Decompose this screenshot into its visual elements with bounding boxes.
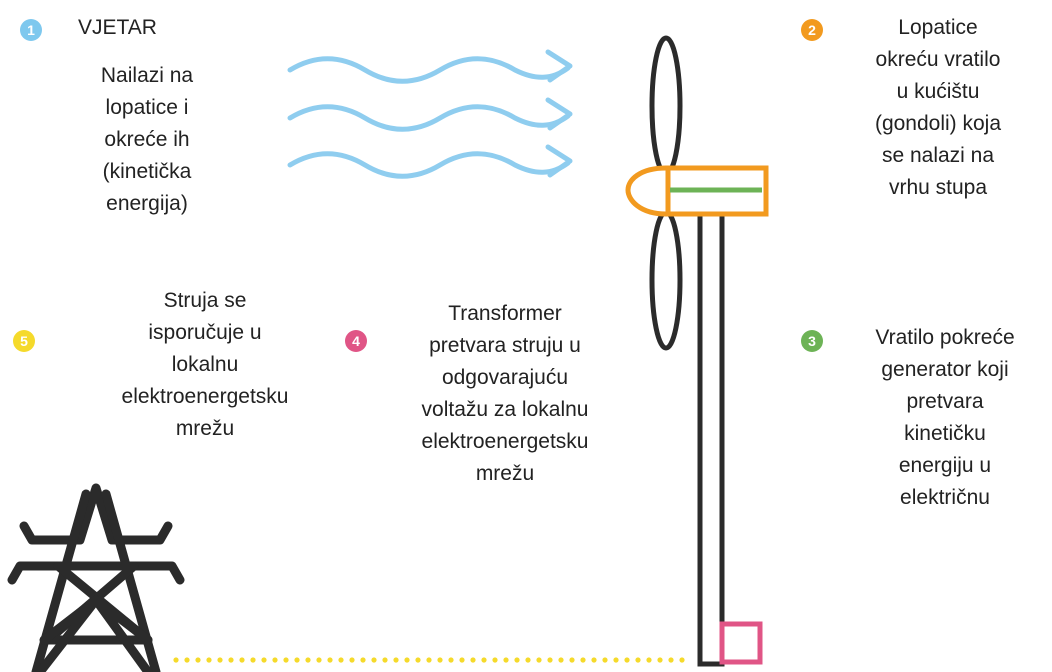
cable-dot bbox=[206, 657, 212, 663]
nacelle bbox=[625, 165, 769, 217]
cable-dot bbox=[305, 657, 311, 663]
cable-dot bbox=[547, 657, 553, 663]
blade-upper bbox=[649, 35, 683, 177]
wind-arrow bbox=[287, 49, 573, 84]
power-pylon bbox=[7, 483, 185, 672]
cable-dot bbox=[613, 657, 619, 663]
cable-dot bbox=[679, 657, 685, 663]
turbine-tower bbox=[697, 211, 725, 667]
step-badge-1: 1 bbox=[20, 19, 42, 41]
cable-dot bbox=[536, 657, 542, 663]
cable-dot bbox=[668, 657, 674, 663]
cable-dot bbox=[492, 657, 498, 663]
cable-dot bbox=[382, 657, 388, 663]
cable-dot bbox=[426, 657, 432, 663]
cable-dot bbox=[525, 657, 531, 663]
cable-dot bbox=[437, 657, 443, 663]
cable-dot bbox=[448, 657, 454, 663]
cable-dot bbox=[195, 657, 201, 663]
cable-dot bbox=[228, 657, 234, 663]
cable-dot bbox=[294, 657, 300, 663]
cable-dot bbox=[635, 657, 641, 663]
cable-dot bbox=[217, 657, 223, 663]
blade-lower bbox=[649, 209, 683, 351]
cable-dot bbox=[580, 657, 586, 663]
cable-dot bbox=[360, 657, 366, 663]
cable-dot bbox=[239, 657, 245, 663]
step-badge-2: 2 bbox=[801, 19, 823, 41]
cable-dot bbox=[481, 657, 487, 663]
cable-dot bbox=[503, 657, 509, 663]
cable-dot bbox=[338, 657, 344, 663]
step-text-5: Struja se isporučuje u lokalnu elektroen… bbox=[121, 289, 289, 440]
cable-dot bbox=[184, 657, 190, 663]
cable-dot bbox=[316, 657, 322, 663]
step-badge-3: 3 bbox=[801, 330, 823, 352]
cable-dot bbox=[470, 657, 476, 663]
step-text-1: Nailazi na lopatice i okreće ih (kinetič… bbox=[100, 64, 194, 215]
cable-dot bbox=[371, 657, 377, 663]
step-text-4: Transformer pretvara struju u odgovaraju… bbox=[421, 302, 589, 485]
cable-dot bbox=[261, 657, 267, 663]
cable-dot bbox=[272, 657, 278, 663]
cable-dot bbox=[404, 657, 410, 663]
wind-arrow bbox=[287, 144, 573, 179]
cable-dot bbox=[558, 657, 564, 663]
wind-arrow bbox=[287, 97, 573, 132]
cable-dot bbox=[393, 657, 399, 663]
cable-dot bbox=[657, 657, 663, 663]
grid-cable bbox=[173, 657, 685, 663]
cable-dot bbox=[591, 657, 597, 663]
cable-dot bbox=[415, 657, 421, 663]
cable-dot bbox=[602, 657, 608, 663]
step-title-1: VJETAR bbox=[78, 16, 157, 39]
cable-dot bbox=[173, 657, 179, 663]
cable-dot bbox=[250, 657, 256, 663]
step-badge-4: 4 bbox=[345, 330, 367, 352]
step-text-3: Vratilo pokreće generator koji pretvara … bbox=[875, 326, 1015, 509]
transformer-box bbox=[719, 621, 763, 665]
cable-dot bbox=[624, 657, 630, 663]
step-badge-5: 5 bbox=[13, 330, 35, 352]
cable-dot bbox=[646, 657, 652, 663]
turbine-blades bbox=[649, 35, 683, 351]
cable-dot bbox=[327, 657, 333, 663]
step-text-2: Lopatice okreću vratilo u kućištu (gondo… bbox=[874, 16, 1002, 199]
cable-dot bbox=[514, 657, 520, 663]
cable-dot bbox=[283, 657, 289, 663]
wind-arrows bbox=[287, 49, 573, 179]
cable-dot bbox=[569, 657, 575, 663]
cable-dot bbox=[459, 657, 465, 663]
cable-dot bbox=[349, 657, 355, 663]
